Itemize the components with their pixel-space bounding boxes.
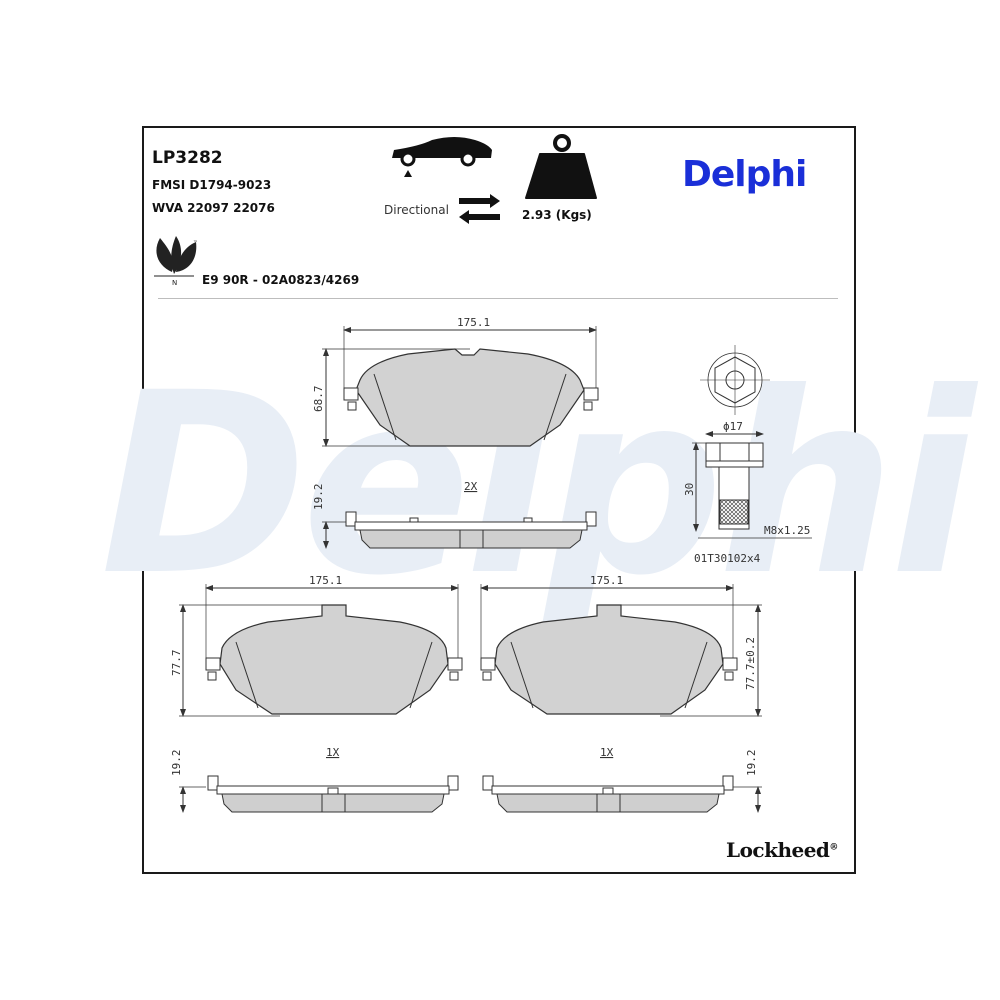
outer-pad-left-quantity: 1X (326, 746, 340, 759)
product-code: LP3282 (152, 148, 223, 168)
outer-pad-left-width-label: 175.1 (309, 574, 342, 587)
bolt-thread-label: M8x1.25 (764, 524, 810, 537)
direction-label: Directional (384, 203, 449, 217)
footer-brand-logo: Lockheed® (726, 838, 838, 862)
outer-pad-right-width-label: 175.1 (590, 574, 623, 587)
registered-mark: ® (829, 842, 838, 853)
outer-pad-left-side-drawing: 1X 19.2 (170, 746, 459, 813)
outer-pad-left-height-label: 77.7 (170, 650, 183, 677)
outer-pad-right-thickness-label: 19.2 (745, 750, 758, 777)
leaf-icon: N ™ (154, 236, 198, 287)
inner-pad-quantity: 2X (464, 480, 478, 493)
inner-pad-width-label: 175.1 (457, 316, 490, 329)
eco-mark-letter: N (172, 279, 177, 287)
outer-pad-right-drawing: 175.1 77.7±0.2 (480, 574, 762, 717)
outer-pad-left-thickness-label: 19.2 (170, 750, 183, 777)
bolt-diameter-label: ϕ17 (723, 420, 743, 433)
directional-arrows-icon (459, 194, 500, 224)
weight-label: 2.93 (Kgs) (522, 208, 592, 222)
footer-brand-name: Lockheed (726, 838, 830, 862)
inner-pad-side-drawing: 2X 19.2 (312, 480, 597, 549)
ece-approval: E9 90R - 02A0823/4269 (202, 273, 360, 287)
brand-logo: Delphi (682, 154, 807, 195)
eco-mark-tm: ™ (193, 240, 198, 246)
wva-number: WVA 22097 22076 (152, 201, 275, 215)
bolt-drawing: ϕ17 30 M8x1.25 01T30102x4 (683, 345, 812, 565)
outer-pad-right-quantity: 1X (600, 746, 614, 759)
bolt-length-label: 30 (683, 483, 696, 496)
fmsi-number: FMSI D1794-9023 (152, 178, 272, 192)
weight-icon (525, 134, 597, 199)
car-icon (392, 137, 492, 177)
outer-pad-left-drawing: 175.1 77.7 (170, 574, 463, 717)
inner-pad-thickness-label: 19.2 (312, 484, 325, 511)
header-divider (158, 298, 838, 299)
bolt-part-number: 01T30102x4 (694, 552, 761, 565)
outer-pad-right-height-label: 77.7±0.2 (744, 637, 757, 690)
inner-pad-drawing: 175.1 68.7 (312, 316, 599, 447)
inner-pad-height-label: 68.7 (312, 386, 325, 413)
outer-pad-right-side-drawing: 1X 19.2 (482, 746, 762, 813)
